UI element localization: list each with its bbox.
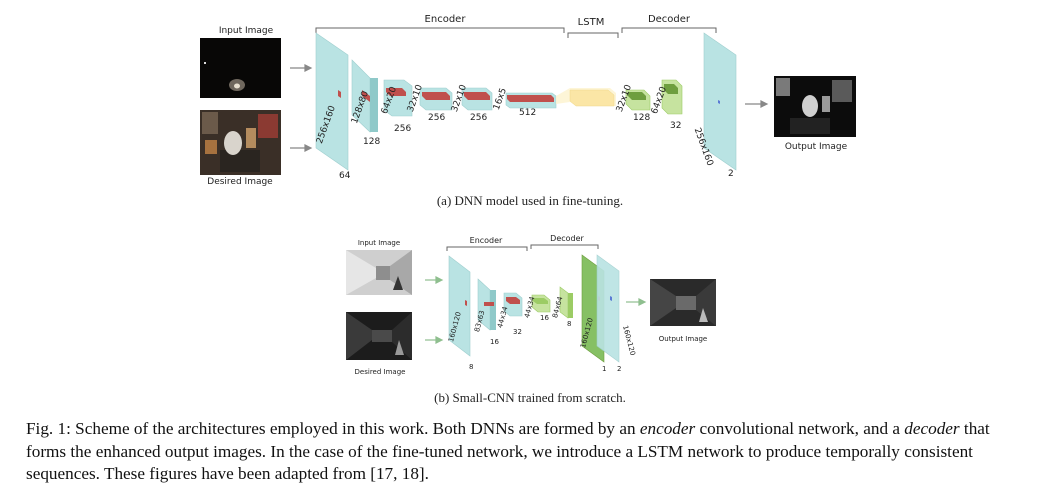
conv-layer-6 (506, 93, 556, 108)
decoder-3-depth: 2 (728, 169, 734, 179)
input-image-thumb (200, 38, 281, 98)
caption-a: (a) DNN model used in fine-tuning. (437, 193, 623, 208)
diagram-b: Encoder Decoder Input Image Desired Imag… (0, 215, 1044, 410)
desired-image-label-b: Desired Image (355, 368, 406, 376)
desired-image-label: Desired Image (207, 177, 273, 187)
desired-image-thumb-b (346, 312, 412, 360)
input-arrows-b (425, 277, 442, 343)
input-arrows (290, 65, 311, 151)
decoder-b-4-depth: 2 (617, 365, 621, 373)
conv-layer-1 (316, 33, 348, 170)
encoder-b-1-depth: 8 (469, 363, 473, 371)
output-image-thumb-b (650, 279, 716, 326)
lstm-bracket (568, 33, 618, 38)
output-image-thumb (774, 76, 856, 137)
input-image-label-b: Input Image (358, 239, 400, 247)
encoder-label: Encoder (425, 14, 467, 25)
layer-6-depth: 512 (519, 108, 536, 118)
decoder-label: Decoder (648, 14, 691, 25)
decoder-b-4-size: 160x120 (621, 325, 637, 357)
layer-5-depth: 256 (470, 113, 487, 123)
encoder-bracket-b (447, 247, 527, 251)
decoder-1-depth: 128 (633, 113, 650, 123)
decoder-b-layer-4 (597, 255, 619, 362)
output-arrow (745, 101, 767, 107)
figure-caption-part-2: convolutional network, and a (695, 419, 904, 438)
input-image-thumb-b (346, 250, 412, 295)
output-image-label: Output Image (785, 142, 848, 152)
figure-caption-decoder: decoder (904, 419, 959, 438)
encoder-b-2-depth: 16 (490, 338, 499, 346)
layer-4-depth: 256 (428, 113, 445, 123)
layer-1-depth: 64 (339, 171, 351, 181)
decoder-bracket (622, 28, 716, 33)
diagram-a: Encoder LSTM Decoder Input Image Desired… (0, 0, 1044, 215)
decoder-b-1-depth: 16 (540, 314, 549, 322)
output-arrow-b (626, 299, 645, 305)
encoder-b-3-size: 44x34 (496, 305, 510, 329)
decoder-b-2-depth: 8 (567, 320, 571, 328)
encoder-bracket (316, 28, 564, 33)
figure-caption-encoder: encoder (640, 419, 695, 438)
figure-caption-part-1: Fig. 1: Scheme of the architectures empl… (26, 419, 640, 438)
layer-3-depth: 256 (394, 124, 411, 134)
encoder-b-3-depth: 32 (513, 328, 522, 336)
conv-layer-4 (420, 88, 452, 110)
caption-b: (b) Small-CNN trained from scratch. (434, 390, 626, 405)
decoder-2-depth: 32 (670, 121, 681, 131)
encoder-label-b: Encoder (470, 236, 503, 245)
input-image-label: Input Image (219, 26, 274, 36)
lstm-label: LSTM (578, 17, 605, 28)
layer-2-depth: 128 (363, 137, 380, 147)
decoder-label-b: Decoder (550, 234, 584, 243)
desired-image-thumb (200, 110, 281, 175)
decoder-b-3-depth: 1 (602, 365, 606, 373)
lstm-block (556, 88, 616, 106)
output-image-label-b: Output Image (659, 335, 707, 343)
figure-caption: Fig. 1: Scheme of the architectures empl… (26, 418, 1026, 486)
decoder-bracket-b (531, 245, 598, 249)
